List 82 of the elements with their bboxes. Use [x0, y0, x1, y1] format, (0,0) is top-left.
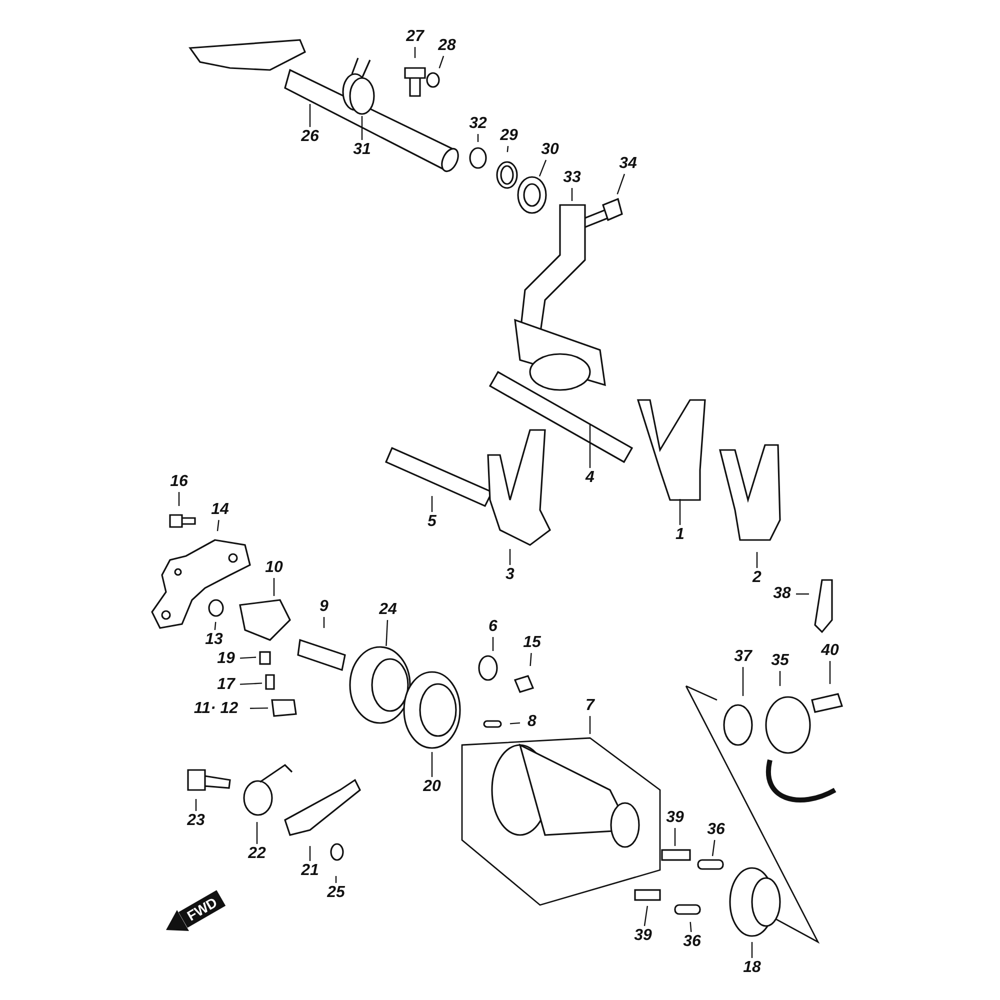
leader-line: [530, 652, 532, 666]
callout-number: 38: [769, 585, 795, 602]
callout-number: 21: [297, 862, 323, 879]
callout-number: 32: [465, 115, 491, 132]
callout-number: 1: [669, 526, 691, 543]
callout-number: 8: [521, 713, 543, 730]
leader-line: [477, 134, 479, 142]
leader-line: [589, 424, 591, 468]
callout-number: 34: [615, 155, 641, 172]
leader-line: [414, 47, 416, 58]
callout-number: 4: [579, 469, 601, 486]
callout-number: 25: [323, 884, 349, 901]
callout-number: 18: [739, 959, 765, 976]
leader-line: [309, 104, 311, 127]
leader-line: [492, 637, 494, 651]
callout-number: 26: [297, 128, 323, 145]
callout-number: 13: [201, 631, 227, 648]
callout-number: 39: [662, 809, 688, 826]
leader-line: [589, 716, 591, 734]
callout-number: 31: [349, 141, 375, 158]
leader-line: [195, 799, 197, 811]
callout-number: 6: [482, 618, 504, 635]
callout-number: 9: [313, 598, 335, 615]
callout-number: 17: [213, 676, 239, 693]
leader-line: [214, 622, 216, 630]
callout-number: 5: [421, 513, 443, 530]
callout-number: 7: [579, 697, 601, 714]
callout-number: 19: [213, 650, 239, 667]
leader-line: [256, 822, 258, 844]
callout-number: 35: [767, 652, 793, 669]
leader-line: [674, 828, 676, 846]
leader-line: [273, 578, 275, 596]
callout-number: 22: [244, 845, 270, 862]
callout-number: 23: [183, 812, 209, 829]
leader-line: [323, 617, 325, 628]
callout-number: 39: [630, 927, 656, 944]
leader-line: [438, 56, 444, 68]
leader-line: [510, 722, 520, 724]
leader-line: [742, 667, 744, 696]
callout-number: 40: [817, 642, 843, 659]
callout-number: 28: [434, 37, 460, 54]
callout-number: 2: [746, 569, 768, 586]
callout-number: 36: [679, 933, 705, 950]
callout-number: 30: [537, 141, 563, 158]
leader-line: [335, 876, 337, 883]
leader-line: [796, 593, 809, 595]
leader-line: [250, 707, 268, 709]
leader-line: [509, 549, 511, 565]
leader-line: [538, 160, 547, 176]
callout-number: 3: [499, 566, 521, 583]
leader-line: [178, 492, 180, 506]
leader-line: [829, 661, 831, 684]
leader-line: [431, 752, 433, 777]
leader-line: [712, 840, 716, 856]
callout-number: 29: [496, 127, 522, 144]
leader-line: [309, 846, 311, 861]
leader-line: [240, 682, 262, 685]
callout-number: 24: [375, 601, 401, 618]
leader-line: [506, 146, 509, 152]
callout-number: 14: [207, 501, 233, 518]
callout-number: 36: [703, 821, 729, 838]
leader-line: [571, 188, 573, 201]
callout-number: 15: [519, 634, 545, 651]
leader-line: [751, 942, 753, 958]
leader-line: [756, 552, 758, 568]
leader-line: [431, 496, 433, 512]
callout-number: 16: [166, 473, 192, 490]
leader-line: [361, 116, 363, 140]
leader-line: [679, 499, 681, 525]
leader-line: [386, 620, 388, 646]
leader-line: [216, 520, 220, 532]
callout-number: 11· 12: [183, 700, 249, 717]
callout-number: 33: [559, 169, 585, 186]
leader-line: [779, 671, 781, 686]
callout-number: 37: [730, 648, 756, 665]
leader-line: [240, 656, 256, 659]
leader-line: [690, 922, 692, 932]
leader-line: [644, 906, 648, 926]
callout-number: 10: [261, 559, 287, 576]
callout-number: 20: [419, 778, 445, 795]
callout-number: 27: [402, 28, 428, 45]
leader-line: [616, 174, 626, 194]
